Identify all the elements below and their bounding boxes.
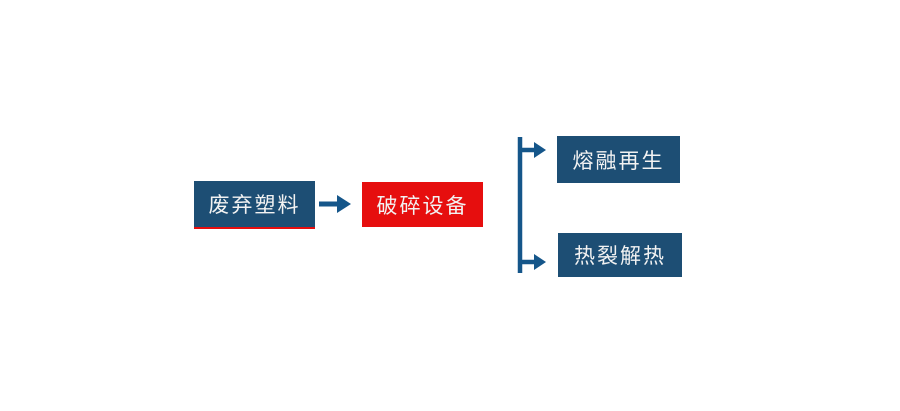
node-pyrolysis-heat-label: 热裂解热 — [574, 245, 666, 268]
node-pyrolysis-heat: 热裂解热 — [558, 233, 682, 277]
node-melt-regeneration-label: 熔融再生 — [572, 149, 665, 173]
right-arrow-icon — [319, 195, 351, 213]
node-melt-regeneration: 熔融再生 — [557, 136, 680, 183]
node-waste-plastic-label: 废弃塑料 — [208, 194, 301, 217]
branch-arrow-top-icon — [518, 142, 546, 158]
node-crushing-equipment-label: 破碎设备 — [376, 194, 469, 218]
branch-arrow-bottom-icon — [518, 254, 546, 270]
node-crushing-equipment: 破碎设备 — [362, 182, 483, 227]
node-waste-plastic: 废弃塑料 — [194, 181, 315, 229]
